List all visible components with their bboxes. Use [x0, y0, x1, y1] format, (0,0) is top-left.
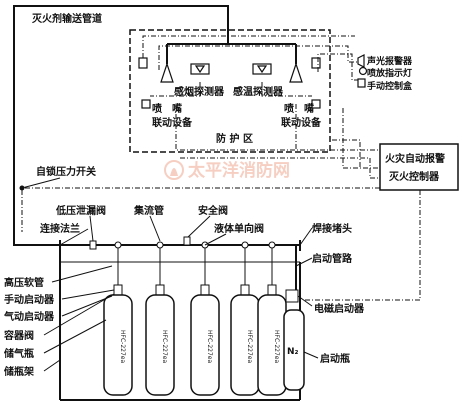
spray-light-label: 喷放指示灯 [367, 67, 412, 79]
start-bottle: N₂ [283, 289, 305, 391]
leader-lines [59, 215, 313, 267]
cylinder-5-label: HFC-227ea [273, 330, 280, 363]
manifold-label: 集流管 [133, 204, 164, 217]
temp-detector-icon [252, 63, 272, 75]
alarm-bell-icon [357, 54, 365, 68]
pipeline-title: 灭火剂输送管道 [31, 12, 102, 25]
cylinder-2: HFC-227ea [145, 248, 175, 396]
manual-box-label: 手动控制盒 [367, 80, 413, 92]
controller-line2: 灭火控制器 [388, 170, 440, 183]
safety-valve-icon [183, 236, 191, 246]
manual-actuator-label: 手动启动器 [4, 293, 55, 306]
smoke-detector-label: 感烟探测器 [174, 85, 225, 98]
start-bottle-leader [303, 351, 319, 359]
controller-box [379, 143, 459, 191]
flange-label: 连接法兰 [40, 222, 80, 235]
solenoid-leader [297, 295, 313, 307]
cylinder-5: HFC-227ea [257, 248, 287, 396]
cylinder-1-label: HFC-227ea [119, 330, 126, 363]
left-leaders [43, 265, 115, 372]
solenoid-actuator-icon [285, 289, 299, 303]
check-valve-label: 液体单向阀 [214, 222, 264, 235]
hp-hose-label: 高压软管 [4, 276, 44, 289]
pipeline [13, 5, 297, 246]
indicator-lamp-icon [358, 66, 368, 76]
start-pipe-label: 启动管路 [312, 252, 353, 265]
check-valve-5 [268, 241, 276, 249]
start-bottle-label: 启动瓶 [320, 352, 350, 365]
pressure-switch-leader [21, 177, 61, 189]
temp-detector-label: 感温探测器 [233, 85, 284, 98]
nozzle-left-icon [160, 62, 174, 83]
pressure-switch-icon [19, 185, 25, 191]
linkage-right-icon [311, 99, 321, 109]
manual-box-icon [357, 78, 366, 88]
linkage-left-icon [141, 99, 151, 109]
protection-zone-label: 防 护 区 [216, 132, 253, 145]
check-valve-2 [156, 241, 164, 249]
low-pressure-valve-icon [89, 240, 97, 250]
cylinders: HFC-227ea HFC-227ea HFC-227ea HFC-227ea … [103, 248, 287, 396]
watermark: 太平洋消防网 [164, 160, 290, 181]
protection-zone-box [129, 29, 331, 153]
controller-line1: 火灾自动报警 [385, 152, 445, 165]
cylinder-label: 储气瓶 [3, 347, 34, 360]
cylinder-3: HFC-227ea [190, 248, 220, 396]
linkage-left-label: 联动设备 [152, 116, 193, 129]
cylinder-4-label: HFC-227ea [246, 330, 253, 363]
nozzle-left-label: 喷 嘴 [152, 102, 182, 115]
cylinder-3-label: HFC-227ea [206, 330, 213, 363]
signal-lines [142, 35, 380, 179]
alarm-bell-label: 声光报警器 [366, 55, 413, 67]
container-valve-label: 容器阀 [3, 329, 34, 342]
watermark-text: 太平洋消防网 [188, 160, 290, 181]
low-pressure-valve-label: 低压泄漏阀 [55, 204, 106, 217]
smoke-detector-icon [190, 63, 210, 75]
smoke-detector-mark [194, 65, 206, 74]
left-small-box [138, 57, 148, 69]
check-valve-1 [114, 241, 122, 249]
solenoid-actuator-label: 电磁启动器 [314, 302, 365, 315]
cylinder-1: HFC-227ea [103, 248, 133, 396]
check-valve-4 [241, 241, 249, 249]
cylinder-2-label: HFC-227ea [161, 330, 168, 363]
nozzle-right-icon [289, 62, 303, 83]
linkage-right-label: 联动设备 [281, 116, 322, 129]
zone-devices [138, 57, 321, 109]
alarm-devices [357, 54, 368, 88]
temp-detector-mark [256, 65, 268, 74]
pressure-switch-label: 自锁压力开关 [36, 165, 96, 178]
manifold-valves [89, 236, 276, 250]
nozzle-right-label: 喷 嘴 [284, 102, 314, 115]
n2-label: N₂ [287, 347, 299, 357]
cylinder-4: HFC-227ea [230, 248, 260, 396]
safety-valve-label: 安全阀 [198, 204, 228, 217]
right-small-box [311, 57, 321, 69]
pneumatic-actuator-label: 气动启动器 [3, 310, 55, 323]
weld-plug-label: 焊接堵头 [312, 222, 352, 235]
rack-label: 储瓶架 [3, 365, 34, 378]
